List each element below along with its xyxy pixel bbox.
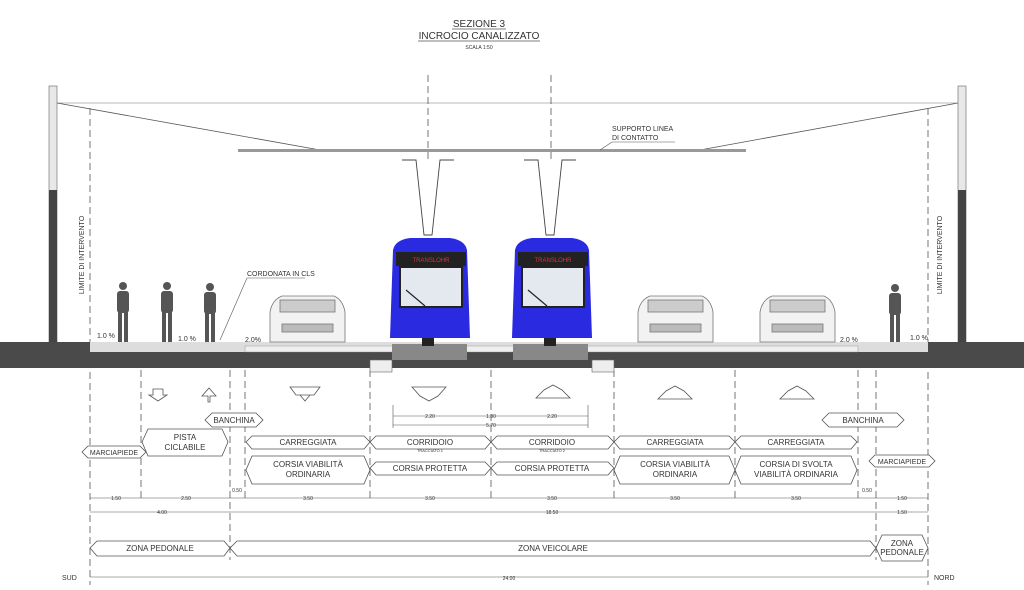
slope-2: 1.0 % xyxy=(178,336,196,343)
dimension-lines: 1.50 2.50 0.50 3.50 3.50 3.50 3.50 3.50 … xyxy=(90,488,928,582)
dim-tram-gap: 1.30 xyxy=(486,414,496,420)
arrow-down-icon xyxy=(411,386,447,402)
pedestrian-icon xyxy=(889,284,901,342)
zone-right-2: PEDONALE xyxy=(880,548,924,557)
dim-9: 0.50 xyxy=(862,488,872,494)
arrow-up-icon xyxy=(779,385,815,400)
car-icon xyxy=(759,295,836,343)
curb-label: CORDONATA IN CLS xyxy=(247,271,315,278)
dim-5: 3.50 xyxy=(425,496,435,502)
zones: ZONA PEDONALE ZONA VEICOLARE ZONA PEDONA… xyxy=(62,534,955,582)
row2-2: CORSIA PROTETTA xyxy=(393,464,468,473)
dim-tram-2: 2.20 xyxy=(547,414,557,420)
dim-tram-1: 2.20 xyxy=(425,414,435,420)
dim-10: 1.50 xyxy=(897,496,907,502)
dim-6: 3.50 xyxy=(547,496,557,502)
cars xyxy=(269,295,836,343)
dim-1: 1.50 xyxy=(111,496,121,502)
row1-label-4: CARREGGIATA xyxy=(646,438,704,447)
row1-label-3: CORRIDOIO xyxy=(529,438,575,447)
row2-3: CORSIA PROTETTA xyxy=(515,464,590,473)
direction-north: NORD xyxy=(934,575,955,582)
row1-label-2: CORRIDOIO xyxy=(407,438,453,447)
title-scale: SCALA 1:50 xyxy=(465,45,492,51)
dim-3: 0.50 xyxy=(232,488,242,494)
arrow-up-icon xyxy=(201,387,217,403)
marciapiede-right: MARCIAPIEDE xyxy=(878,459,927,466)
tram-1-destination: TRANSLOHR xyxy=(412,258,450,264)
row2-5-line1: CORSIA DI SVOLTA xyxy=(759,460,833,469)
arrow-down-icon xyxy=(147,388,169,402)
row2-1-line2: ORDINARIA xyxy=(286,470,331,479)
dim-2: 2.50 xyxy=(181,496,191,502)
banchina-left: BANCHINA xyxy=(213,416,255,425)
pole-right xyxy=(699,85,967,343)
pedestrian-icon xyxy=(117,282,129,342)
zone-right-1: ZONA xyxy=(891,539,914,548)
support-label-1: SUPPORTO LINEA xyxy=(612,126,674,133)
tram-2: TRANSLOHR xyxy=(512,159,592,346)
row1-label-1: CARREGGIATA xyxy=(279,438,337,447)
row2-4-line1: CORSIA VIABILITÀ xyxy=(640,460,710,469)
row1-sub-3: TRACCIATO 2 xyxy=(539,448,566,453)
row1-sub-2: TRACCIATO 1 xyxy=(417,448,444,453)
pedestrian-icon xyxy=(204,283,216,342)
pedestrians xyxy=(117,282,901,342)
car-icon xyxy=(269,295,346,343)
row2-4-line2: ORDINARIA xyxy=(653,470,698,479)
pista-line-2: CICLABILE xyxy=(165,443,206,452)
dim-8: 3.50 xyxy=(791,496,801,502)
title-section: SEZIONE 3 xyxy=(453,19,506,30)
dim-total: 24.00 xyxy=(503,576,516,582)
slope-3: 2.0% xyxy=(245,337,261,344)
row1-label-5: CARREGGIATA xyxy=(767,438,825,447)
arrow-up-icon xyxy=(535,384,571,399)
support-label-2: DI CONTATTO xyxy=(612,135,659,142)
limit-left-label: LIMITE DI INTERVENTO xyxy=(79,215,86,294)
slope-5: 1.0 % xyxy=(910,335,928,342)
arrow-up-icon xyxy=(657,385,693,400)
pedestrian-icon xyxy=(161,282,173,342)
row2-1-line1: CORSIA VIABILITÀ xyxy=(273,460,343,469)
direction-south: SUD xyxy=(62,575,77,582)
slope-4: 2.0 % xyxy=(840,337,858,344)
contact-line-support xyxy=(238,149,746,152)
arrow-down-icon xyxy=(289,386,321,402)
title-name: INCROCIO CANALIZZATO xyxy=(419,31,540,42)
dim-total-left: 4.00 xyxy=(157,510,167,516)
direction-arrows xyxy=(147,384,815,403)
zone-left: ZONA PEDONALE xyxy=(126,544,194,553)
zone-center: ZONA VEICOLARE xyxy=(518,544,588,553)
dim-total-right: 1.50 xyxy=(897,510,907,516)
dim-total-center: 18.50 xyxy=(546,510,559,516)
tram-1: TRANSLOHR xyxy=(390,159,470,346)
dim-tram-total: 5.70 xyxy=(486,423,496,429)
road-surface xyxy=(0,342,1024,373)
row2-5-line2: VIABILITÀ ORDINARIA xyxy=(754,470,839,479)
tram-2-destination: TRANSLOHR xyxy=(534,258,572,264)
marciapiede-left: MARCIAPIEDE xyxy=(90,450,139,457)
limit-right-label: LIMITE DI INTERVENTO xyxy=(937,215,944,294)
dim-7: 3.50 xyxy=(670,496,680,502)
dim-4: 3.50 xyxy=(303,496,313,502)
slope-1: 1.0 % xyxy=(97,333,115,340)
banchina-right: BANCHINA xyxy=(842,416,884,425)
car-icon xyxy=(637,295,714,343)
tram-dimensions: 2.20 1.30 2.20 5.70 xyxy=(392,405,589,429)
pista-line-1: PISTA xyxy=(174,433,197,442)
labels: BANCHINA BANCHINA MARCIAPIEDE PISTA CICL… xyxy=(81,412,936,485)
